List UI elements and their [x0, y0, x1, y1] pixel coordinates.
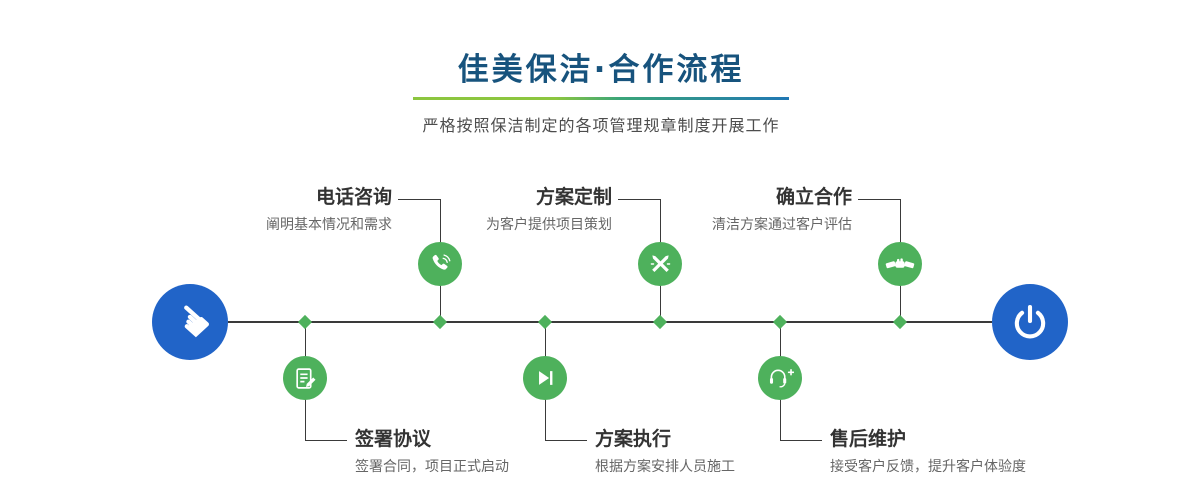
node-support	[758, 356, 802, 400]
connector-line	[398, 199, 440, 200]
connector-line	[305, 440, 347, 441]
node-handshake	[878, 242, 922, 286]
connector-line	[545, 440, 587, 441]
title-divider	[413, 97, 789, 100]
timeline-diamond	[432, 314, 448, 330]
power-icon	[1011, 303, 1049, 341]
step-desc: 签署合同，项目正式启动	[355, 458, 509, 475]
play-icon	[534, 367, 556, 389]
step-title: 方案定制	[535, 186, 612, 208]
step-desc: 清洁方案通过客户评估	[712, 216, 852, 233]
step-label-contract: 签署协议 签署合同，项目正式启动	[355, 428, 509, 476]
node-contract	[283, 356, 327, 400]
step-label-play: 方案执行 根据方案安排人员施工	[595, 428, 735, 476]
page-subtitle: 严格按照保洁制定的各项管理规章制度开展工作	[422, 116, 780, 135]
phone-icon	[428, 252, 453, 277]
step-desc: 为客户提供项目策划	[486, 216, 612, 233]
step-title: 确立合作	[775, 186, 852, 208]
pointer-hand-icon: ☚	[162, 290, 223, 352]
step-desc: 接受客户反馈，提升客户体验度	[830, 458, 1026, 475]
step-label-handshake: 确立合作 清洁方案通过客户评估	[712, 186, 852, 234]
step-title: 电话咨询	[315, 186, 392, 208]
step-label-support: 售后维护 接受客户反馈，提升客户体验度	[830, 428, 1026, 476]
step-title: 签署协议	[355, 428, 432, 450]
timeline-diamond	[652, 314, 668, 330]
node-design	[638, 242, 682, 286]
timeline-start-node: ☚	[152, 284, 228, 360]
timeline-diamond	[297, 314, 313, 330]
node-play	[523, 356, 567, 400]
page-title: 佳美保洁·合作流程	[457, 52, 745, 88]
timeline-diamond	[772, 314, 788, 330]
connector-line	[618, 199, 660, 200]
timeline-diamond	[892, 314, 908, 330]
timeline-line	[228, 321, 992, 323]
step-label-phone: 电话咨询 阐明基本情况和需求	[266, 186, 392, 234]
handshake-icon	[885, 254, 915, 275]
design-icon	[648, 252, 673, 277]
timeline-end-node	[992, 284, 1068, 360]
support-icon	[767, 367, 794, 389]
connector-line	[780, 440, 822, 441]
step-desc: 阐明基本情况和需求	[266, 216, 392, 233]
step-title: 方案执行	[595, 428, 672, 450]
step-title: 售后维护	[830, 428, 907, 450]
node-phone	[418, 242, 462, 286]
step-label-design: 方案定制 为客户提供项目策划	[486, 186, 612, 234]
step-desc: 根据方案安排人员施工	[595, 458, 735, 475]
timeline-diamond	[537, 314, 553, 330]
connector-line	[858, 199, 900, 200]
contract-icon	[293, 366, 318, 391]
